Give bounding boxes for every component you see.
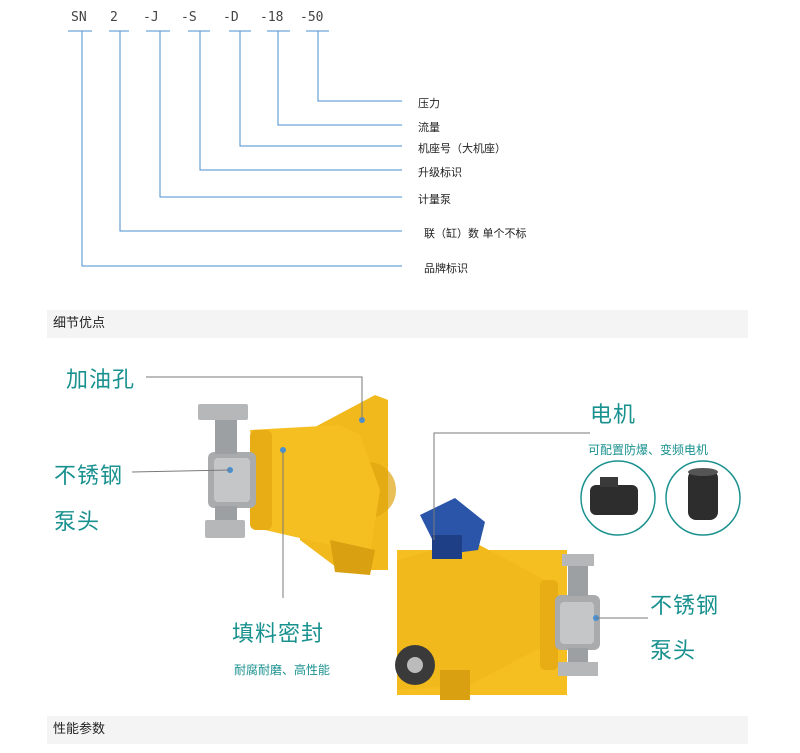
right-pump-photo bbox=[395, 498, 600, 700]
product-detail-figure: 加油孔 不锈钢 泵头 填料密封 耐腐耐磨、高性能 电机 可配置防爆、变频电机 不… bbox=[0, 340, 800, 710]
callout-steel-head-left-line1: 不锈钢 bbox=[54, 464, 124, 489]
pump-illustration bbox=[131, 376, 741, 700]
code-segment-frame: -D bbox=[223, 10, 239, 25]
callout-packing-seal-desc: 耐腐耐磨、高性能 bbox=[234, 663, 331, 677]
left-pump-photo bbox=[198, 395, 396, 575]
code-segment-pressure: -50 bbox=[300, 10, 324, 25]
legend-pressure: 压力 bbox=[418, 97, 440, 110]
callout-leader-lines bbox=[131, 376, 648, 619]
motor-option-photos bbox=[580, 460, 741, 536]
code-segment-pump-type: -J bbox=[143, 10, 159, 25]
model-code-leader-lines bbox=[68, 30, 402, 267]
callout-steel-head-left-line2: 泵头 bbox=[54, 510, 101, 535]
legend-metering-pump: 计量泵 bbox=[418, 193, 451, 206]
code-segment-brand: SN bbox=[71, 10, 87, 25]
callout-packing-seal: 填料密封 bbox=[232, 622, 325, 647]
code-segment-upgrade: -S bbox=[181, 10, 197, 25]
callout-motor-desc: 可配置防爆、变频电机 bbox=[588, 443, 709, 457]
legend-cylinders: 联（缸）数 单个不标 bbox=[424, 227, 527, 240]
callout-motor: 电机 bbox=[590, 403, 637, 428]
legend-upgrade: 升级标识 bbox=[418, 166, 462, 179]
legend-brand: 品牌标识 bbox=[424, 262, 468, 275]
code-segment-flow: -18 bbox=[260, 10, 284, 25]
section-header-performance: 性能参数 bbox=[47, 716, 748, 744]
code-segment-cylinders: 2 bbox=[110, 10, 118, 25]
callout-steel-head-right-line1: 不锈钢 bbox=[650, 594, 720, 619]
legend-frame: 机座号（大机座） bbox=[418, 142, 506, 155]
legend-flow: 流量 bbox=[418, 121, 440, 134]
callout-steel-head-right-line2: 泵头 bbox=[650, 639, 697, 664]
callout-fill-hole: 加油孔 bbox=[66, 368, 136, 393]
section-header-details: 细节优点 bbox=[47, 310, 748, 338]
